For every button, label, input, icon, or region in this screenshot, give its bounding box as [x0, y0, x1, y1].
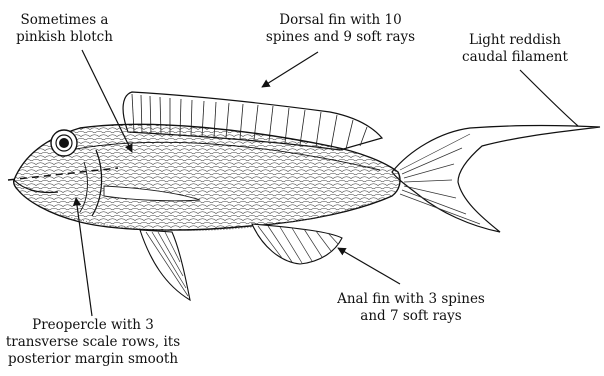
- anal-fin-label: Anal fin with 3 spines and 7 soft rays: [300, 291, 522, 325]
- fish-eye: [51, 130, 77, 156]
- dorsal-fin-label: Dorsal fin with 10 spines and 9 soft ray…: [233, 12, 448, 46]
- anal-fin: [252, 224, 342, 264]
- dorsal-arrow: [262, 52, 318, 87]
- anal-arrow: [338, 248, 400, 284]
- blotch-label: Sometimes a pinkish blotch: [2, 12, 127, 46]
- preopercle-label: Preopercle with 3 transverse scale rows,…: [2, 317, 184, 368]
- caudal-filament-label: Light reddish caudal filament: [435, 32, 595, 66]
- caudal-filament-pointer: [520, 70, 578, 126]
- pelvic-fin: [140, 230, 190, 300]
- caudal-fin: [392, 125, 600, 232]
